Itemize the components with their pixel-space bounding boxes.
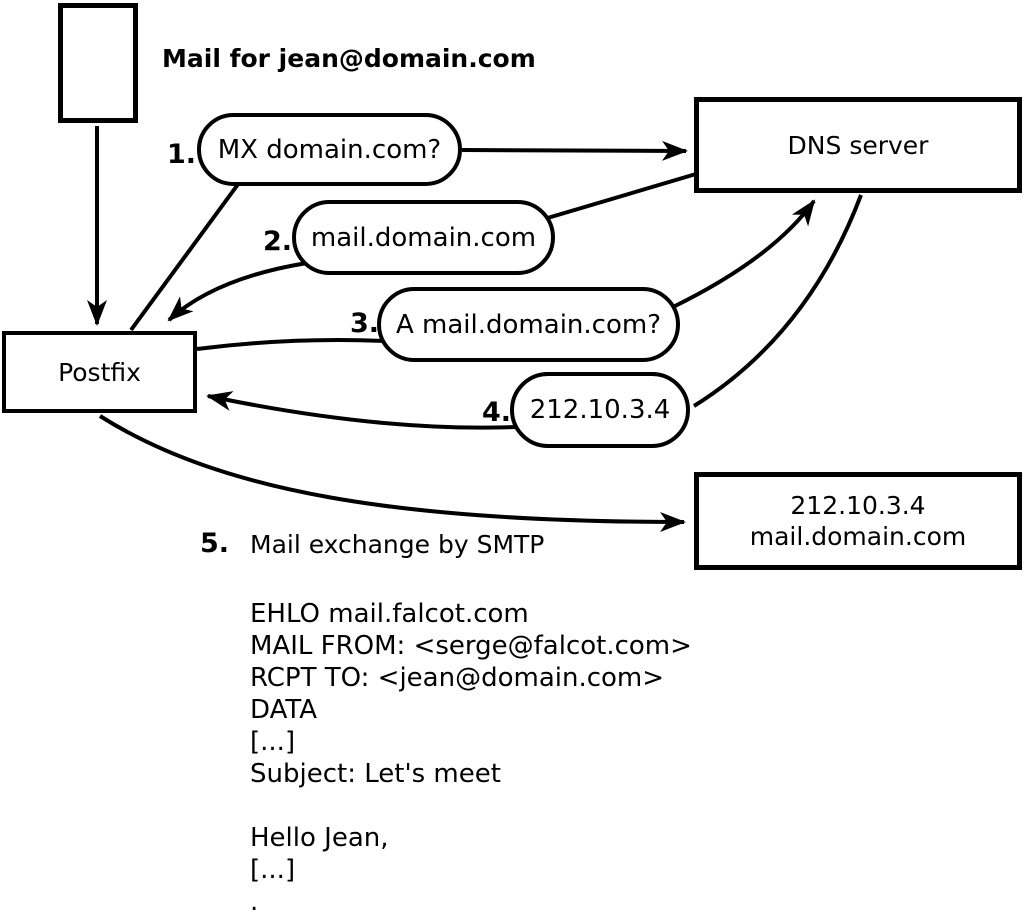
mailhost-box: 212.10.3.4 mail.domain.com <box>694 472 1022 570</box>
step-number-5: 5. <box>200 528 230 559</box>
answer-a-pill: 212.10.3.4 <box>510 372 690 448</box>
arrow-postfix-to-mailhost-smtp <box>98 414 686 532</box>
query-a-label: A mail.domain.com? <box>396 309 661 340</box>
step-5-label: Mail exchange by SMTP <box>250 530 545 559</box>
smtp-line-rcpt-to: RCPT TO: <jean@domain.com> <box>250 663 665 693</box>
step-number-3: 3. <box>350 308 380 339</box>
smtp-line-ellipsis1: [...] <box>250 727 296 757</box>
line-dns-to-a-answer <box>692 194 863 408</box>
line-dns-to-mx-answer <box>533 172 697 224</box>
dns-server-box: DNS server <box>694 97 1022 193</box>
smtp-line-end-dot: . <box>250 887 259 917</box>
mail-message-box <box>58 3 138 123</box>
answer-a-label: 212.10.3.4 <box>529 395 671 425</box>
line-postfix-to-mx-query <box>129 170 249 332</box>
query-a-pill: A mail.domain.com? <box>377 287 680 362</box>
postfix-label: Postfix <box>58 357 141 387</box>
arrow-mx-query-to-dns <box>461 140 688 161</box>
mailhost-name: mail.domain.com <box>749 522 967 551</box>
smtp-line-hello: Hello Jean, <box>250 823 389 853</box>
diagram-title: Mail for jean@domain.com <box>162 44 536 73</box>
smtp-line-mail-from: MAIL FROM: <serge@falcot.com> <box>250 631 692 661</box>
smtp-line-data: DATA <box>250 695 317 725</box>
arrow-a-answer-to-postfix <box>206 391 517 430</box>
answer-mx-pill: mail.domain.com <box>292 200 555 275</box>
arrow-a-query-to-dns <box>672 199 816 309</box>
step-number-1: 1. <box>167 139 197 170</box>
step-number-2: 2. <box>263 226 293 257</box>
smtp-line-subject: Subject: Let's meet <box>250 759 501 789</box>
step-number-4: 4. <box>482 397 512 428</box>
answer-mx-label: mail.domain.com <box>310 222 537 253</box>
dns-server-label: DNS server <box>787 130 929 160</box>
arrow-mx-answer-to-postfix <box>167 261 308 322</box>
postfix-box: Postfix <box>2 331 197 413</box>
smtp-line-ellipsis2: [...] <box>250 855 296 885</box>
smtp-line-blank <box>250 790 692 822</box>
smtp-dialog: EHLO mail.falcot.com MAIL FROM: <serge@f… <box>250 598 692 918</box>
mailhost-ip: 212.10.3.4 <box>790 491 926 520</box>
smtp-line-ehlo: EHLO mail.falcot.com <box>250 599 529 629</box>
line-postfix-to-a-query <box>196 338 386 351</box>
query-mx-pill: MX domain.com? <box>197 113 462 186</box>
query-mx-label: MX domain.com? <box>217 134 442 165</box>
